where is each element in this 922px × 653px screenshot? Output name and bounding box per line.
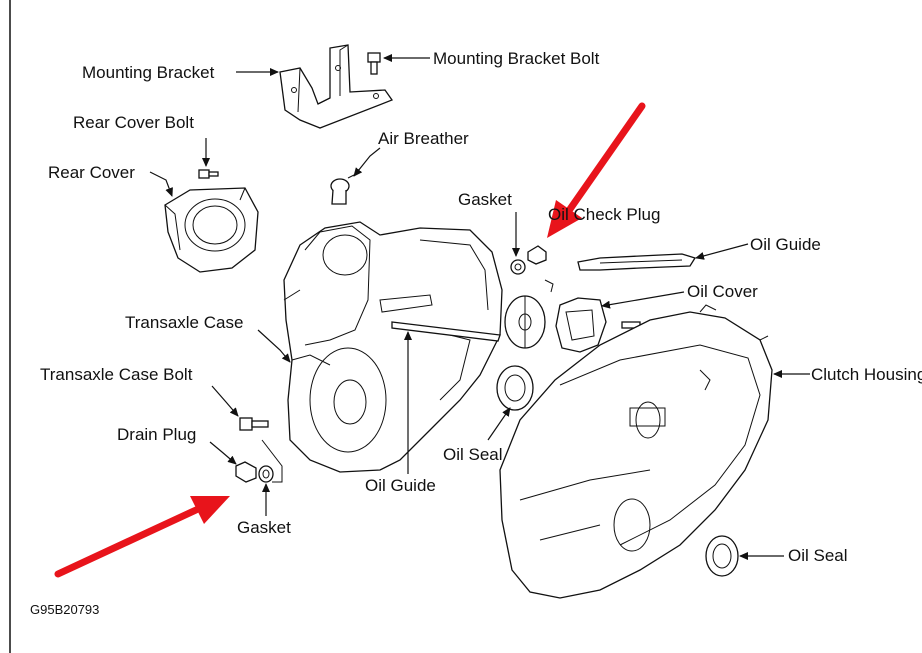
label-transaxle-case: Transaxle Case — [125, 313, 243, 332]
label-oil-seal-mid: Oil Seal — [443, 445, 503, 464]
gasket-bottom-part — [258, 439, 283, 483]
diagram-code: G95B20793 — [30, 602, 99, 617]
oil-cover-part — [555, 297, 641, 353]
label-oil-guide-top: Oil Guide — [750, 235, 821, 254]
transaxle-case-part — [283, 221, 503, 473]
oil-check-plug-part — [527, 245, 547, 265]
label-clutch-housing: Clutch Housing — [811, 365, 922, 384]
rear-cover-part — [164, 187, 259, 273]
rear-cover-bolt-part — [198, 169, 219, 179]
label-oil-guide-bottom: Oil Guide — [365, 476, 436, 495]
leader-lines — [149, 54, 810, 560]
label-drain-plug: Drain Plug — [117, 425, 196, 444]
mounting-bracket-bolt-part — [367, 52, 381, 75]
red-arrow-top — [547, 102, 646, 238]
transaxle-case-bolt-part — [239, 417, 269, 431]
mounting-bracket-part — [279, 44, 394, 129]
label-mounting-bracket: Mounting Bracket — [82, 63, 215, 82]
oil-guide-bottom-part — [391, 321, 501, 342]
label-gasket-top: Gasket — [458, 190, 512, 209]
oil-seal-mid-part — [496, 365, 534, 411]
shift-plate-part — [504, 279, 554, 349]
gasket-top-part — [510, 259, 526, 275]
oil-guide-top-part — [577, 253, 696, 271]
drain-plug-part — [235, 461, 257, 483]
red-arrow-bottom — [54, 496, 230, 578]
label-oil-cover: Oil Cover — [687, 282, 758, 301]
label-gasket-bottom: Gasket — [237, 518, 291, 537]
label-air-breather: Air Breather — [378, 129, 469, 148]
air-breather-part — [330, 173, 357, 205]
oil-seal-bottom-part — [705, 535, 739, 577]
label-rear-cover-bolt: Rear Cover Bolt — [73, 113, 194, 132]
clutch-housing-part — [499, 304, 773, 599]
label-oil-check-plug: Oil Check Plug — [548, 205, 660, 224]
label-mounting-bracket-bolt: Mounting Bracket Bolt — [433, 49, 600, 68]
label-oil-seal-bottom: Oil Seal — [788, 546, 848, 565]
label-transaxle-case-bolt: Transaxle Case Bolt — [40, 365, 193, 384]
label-rear-cover: Rear Cover — [48, 163, 135, 182]
